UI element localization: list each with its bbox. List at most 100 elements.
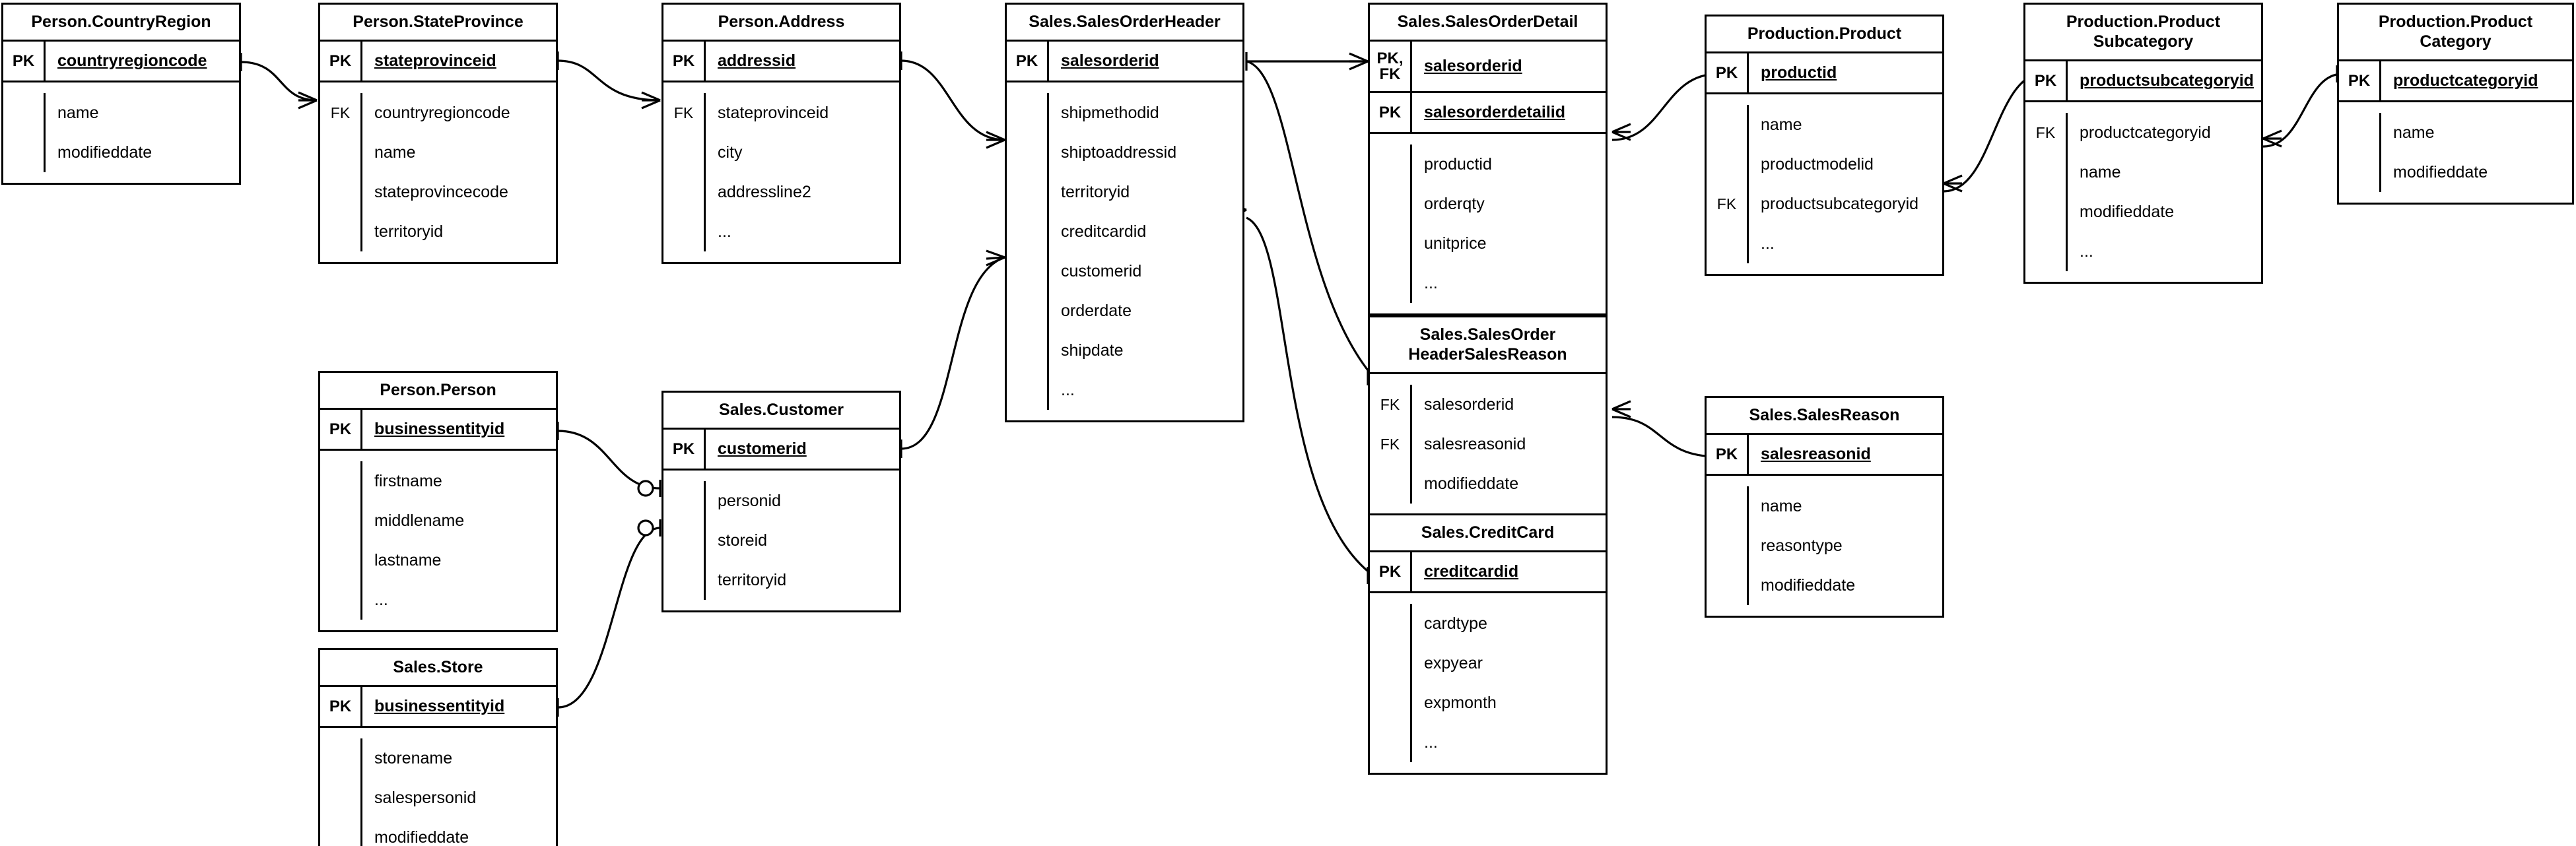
table-row[interactable]: PK salesreasonid	[1707, 435, 1942, 476]
connector-productsubcategory-productcategory	[2262, 65, 2343, 148]
table-row[interactable]: name	[3, 93, 239, 133]
table-row[interactable]: modifieddate	[320, 818, 556, 846]
entity-person-countryregion[interactable]: Person.CountryRegion PK countryregioncod…	[1, 3, 241, 185]
table-row[interactable]: orderdate	[1007, 291, 1242, 331]
table-row[interactable]: PK productsubcategoryid	[2025, 61, 2261, 102]
key-badge	[2025, 152, 2068, 192]
table-row[interactable]: ...	[320, 580, 556, 620]
table-row[interactable]: ...	[1707, 224, 1942, 263]
field-name: shipmethodid	[1061, 103, 1159, 122]
table-row[interactable]: PK salesorderdetailid	[1370, 93, 1606, 134]
entity-sales-store[interactable]: Sales.Store PK businessentityid storenam…	[318, 648, 558, 846]
table-row[interactable]: shiptoaddressid	[1007, 133, 1242, 172]
entity-sales-creditcard[interactable]: Sales.CreditCard PK creditcardid cardtyp…	[1368, 513, 1608, 775]
table-row[interactable]: orderqty	[1370, 184, 1606, 224]
entity-production-productcategory[interactable]: Production.Product Category PK productca…	[2337, 3, 2574, 205]
table-row[interactable]: ...	[1007, 370, 1242, 410]
table-row[interactable]: PK, FK salesorderid	[1370, 42, 1606, 93]
key-badge: PK	[1707, 53, 1749, 92]
table-row[interactable]: storename	[320, 738, 556, 778]
table-row[interactable]: PK addressid	[663, 42, 899, 82]
table-row[interactable]: ...	[1370, 723, 1606, 762]
table-row[interactable]: customerid	[1007, 251, 1242, 291]
table-row[interactable]: PK stateprovinceid	[320, 42, 556, 82]
key-badge	[2339, 113, 2381, 152]
table-row[interactable]: city	[663, 133, 899, 172]
table-row[interactable]: name	[2339, 113, 2572, 152]
key-badge	[320, 501, 362, 540]
entity-person-stateprovince[interactable]: Person.StateProvince PK stateprovinceid …	[318, 3, 558, 264]
table-row[interactable]: PK creditcardid	[1370, 552, 1606, 593]
table-row[interactable]: ...	[663, 212, 899, 251]
table-row[interactable]: modifieddate	[2339, 152, 2572, 192]
table-row[interactable]: FK salesreasonid	[1370, 424, 1606, 464]
key-badge: PK	[2025, 61, 2068, 100]
table-row[interactable]: modifieddate	[3, 133, 239, 172]
field-name: salesorderid	[1424, 57, 1522, 75]
table-row[interactable]: territoryid	[1007, 172, 1242, 212]
table-row[interactable]: lastname	[320, 540, 556, 580]
table-row[interactable]: FK productcategoryid	[2025, 113, 2261, 152]
key-badge	[663, 481, 706, 521]
key-badge	[3, 93, 46, 133]
table-row[interactable]: FK productsubcategoryid	[1707, 184, 1942, 224]
spacer	[320, 251, 556, 262]
table-row[interactable]: salespersonid	[320, 778, 556, 818]
table-row[interactable]: ...	[1370, 263, 1606, 303]
table-row[interactable]: productmodelid	[1707, 145, 1942, 184]
table-row[interactable]: cardtype	[1370, 604, 1606, 643]
table-row[interactable]: productid	[1370, 145, 1606, 184]
table-row[interactable]: expmonth	[1370, 683, 1606, 723]
field-name: territoryid	[718, 570, 787, 589]
table-row[interactable]: name	[2025, 152, 2261, 192]
table-row[interactable]: name	[1707, 105, 1942, 145]
connector-store-customer	[557, 519, 661, 717]
field-name: stateprovinceid	[718, 103, 829, 122]
table-row[interactable]: name	[320, 133, 556, 172]
table-row[interactable]: unitprice	[1370, 224, 1606, 263]
table-row[interactable]: creditcardid	[1007, 212, 1242, 251]
table-row[interactable]: PK businessentityid	[320, 687, 556, 728]
table-row[interactable]: territoryid	[663, 560, 899, 600]
table-row[interactable]: FK salesorderid	[1370, 385, 1606, 424]
table-row[interactable]: FK countryregioncode	[320, 93, 556, 133]
table-row[interactable]: PK productcategoryid	[2339, 61, 2572, 102]
table-row[interactable]: firstname	[320, 461, 556, 501]
table-row[interactable]: modifieddate	[1707, 566, 1942, 605]
entity-sales-salesreason[interactable]: Sales.SalesReason PK salesreasonid name …	[1705, 396, 1944, 618]
table-row[interactable]: ...	[2025, 232, 2261, 271]
table-row[interactable]: modifieddate	[2025, 192, 2261, 232]
field-name: city	[718, 143, 743, 162]
table-row[interactable]: territoryid	[320, 212, 556, 251]
table-row[interactable]: PK businessentityid	[320, 410, 556, 451]
table-row[interactable]: FK stateprovinceid	[663, 93, 899, 133]
entity-sales-salesorderheadersalesreason[interactable]: Sales.SalesOrder HeaderSalesReason FK sa…	[1368, 315, 1608, 516]
entity-production-productsubcategory[interactable]: Production.Product Subcategory PK produc…	[2023, 3, 2263, 284]
table-row[interactable]: reasontype	[1707, 526, 1942, 566]
key-badge	[1007, 212, 1049, 251]
table-row[interactable]: modifieddate	[1370, 464, 1606, 504]
entity-sales-salesorderheader[interactable]: Sales.SalesOrderHeader PK salesorderid s…	[1005, 3, 1244, 422]
table-row[interactable]: addressline2	[663, 172, 899, 212]
entity-production-product[interactable]: Production.Product PK productid name pro…	[1705, 15, 1944, 276]
table-row[interactable]: personid	[663, 481, 899, 521]
table-row[interactable]: middlename	[320, 501, 556, 540]
entity-sales-salesorderdetail[interactable]: Sales.SalesOrderDetail PK, FK salesorder…	[1368, 3, 1608, 315]
table-row[interactable]: expyear	[1370, 643, 1606, 683]
table-row[interactable]: name	[1707, 486, 1942, 526]
entity-sales-customer[interactable]: Sales.Customer PK customerid personid st…	[661, 391, 901, 612]
table-row[interactable]: PK productid	[1707, 53, 1942, 94]
table-row[interactable]: stateprovincecode	[320, 172, 556, 212]
table-row[interactable]: shipdate	[1007, 331, 1242, 370]
connector-salesorderheader-creditcard	[1229, 202, 1374, 584]
table-row[interactable]: PK countryregioncode	[3, 42, 239, 82]
table-row[interactable]: PK salesorderid	[1007, 42, 1242, 82]
table-row[interactable]: storeid	[663, 521, 899, 560]
spacer	[2025, 102, 2261, 113]
entity-person-address[interactable]: Person.Address PK addressid FK stateprov…	[661, 3, 901, 264]
table-row[interactable]: PK customerid	[663, 430, 899, 471]
key-badge	[1370, 263, 1412, 303]
table-row[interactable]: shipmethodid	[1007, 93, 1242, 133]
entity-person-person[interactable]: Person.Person PK businessentityid firstn…	[318, 371, 558, 632]
